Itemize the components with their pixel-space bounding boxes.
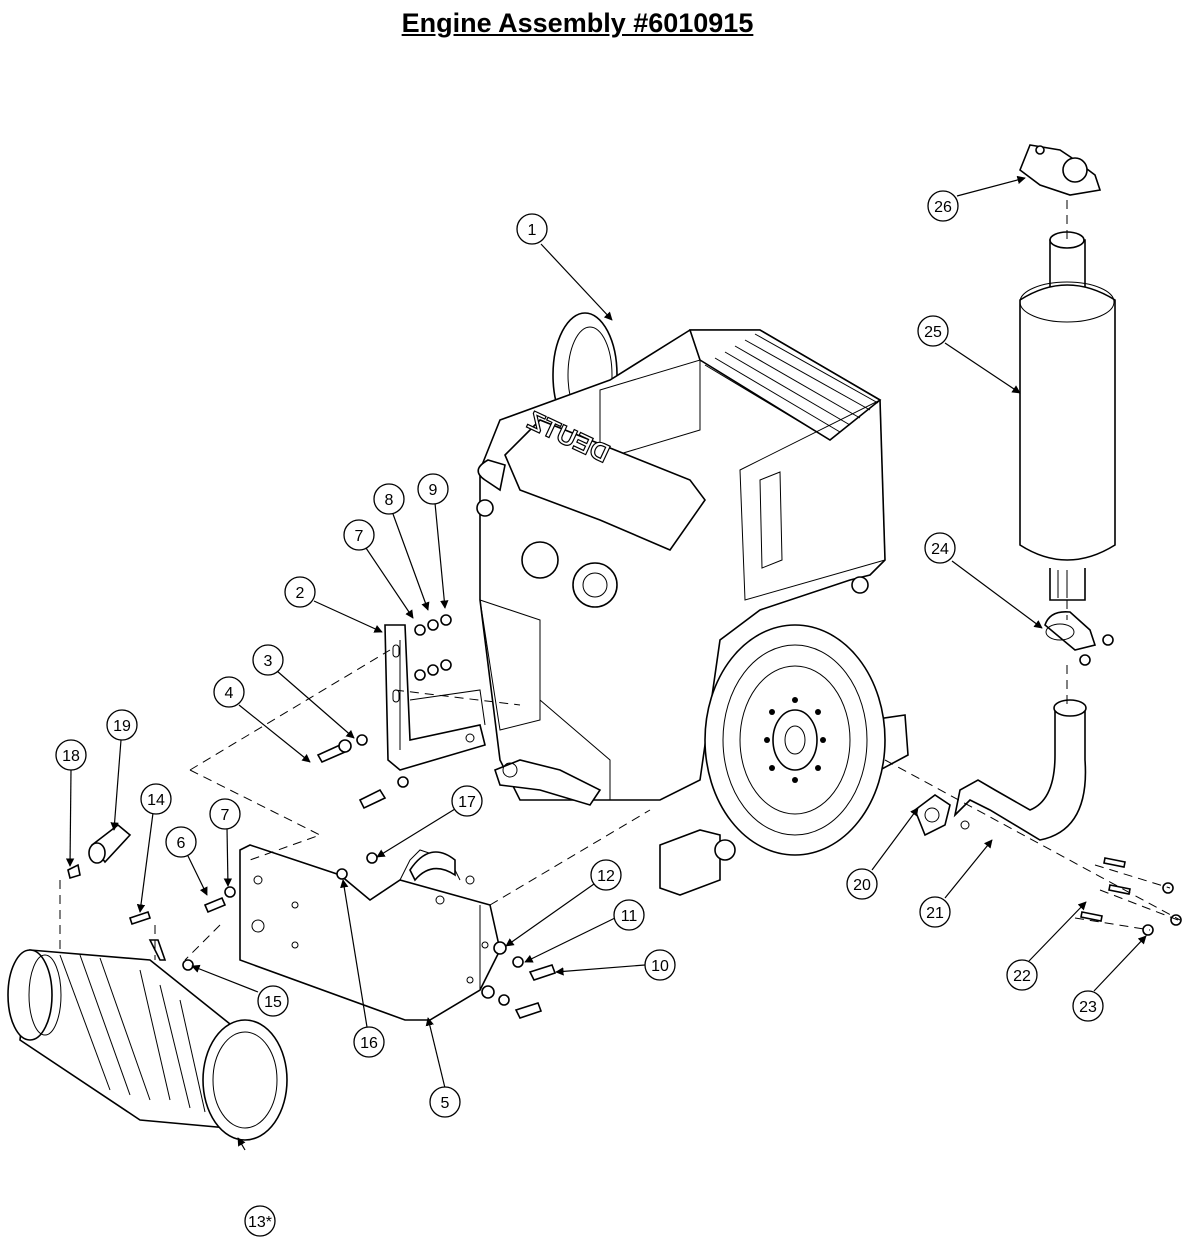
callout-12: 12 — [590, 859, 622, 891]
assembly-lines — [59, 200, 1181, 961]
svg-text:20: 20 — [853, 877, 871, 894]
svg-text:17: 17 — [458, 794, 476, 811]
callout-1: 1 — [516, 213, 548, 245]
filter-ribs — [59, 954, 206, 1113]
svg-text:25: 25 — [924, 324, 942, 341]
svg-text:7: 7 — [221, 807, 230, 824]
svg-text:6: 6 — [177, 835, 186, 852]
svg-text:10: 10 — [651, 958, 669, 975]
callout-26: 26 — [927, 190, 959, 222]
callout-14: 14 — [140, 783, 172, 815]
callout-15: 15 — [257, 985, 289, 1017]
small-hardware — [67, 614, 557, 1019]
callout-21: 21 — [919, 896, 951, 928]
svg-text:24: 24 — [931, 541, 949, 558]
page-title: Engine Assembly #6010915 — [401, 8, 754, 38]
callout-19: 19 — [106, 709, 138, 741]
callout-8: 8 — [373, 483, 405, 515]
leader-lines — [65, 175, 1147, 1151]
svg-text:2: 2 — [296, 585, 305, 602]
svg-text:12: 12 — [597, 868, 615, 885]
callout-7-lower: 7 — [209, 798, 241, 830]
svg-text:16: 16 — [360, 1035, 378, 1052]
callout-9: 9 — [417, 473, 449, 505]
callout-18: 18 — [55, 739, 87, 771]
callout-11: 11 — [613, 899, 645, 931]
callout-10: 10 — [644, 949, 676, 981]
svg-text:5: 5 — [441, 1095, 450, 1112]
callout-4: 4 — [213, 676, 245, 708]
callout-3: 3 — [252, 644, 284, 676]
svg-text:23: 23 — [1079, 999, 1097, 1016]
cooling-fins — [704, 333, 879, 441]
svg-text:11: 11 — [621, 908, 638, 925]
flywheel-bolts — [764, 697, 826, 783]
exhaust-bolts — [1080, 857, 1182, 936]
svg-text:4: 4 — [225, 685, 234, 702]
svg-text:14: 14 — [147, 792, 165, 809]
engine-mount-plate — [239, 844, 501, 1021]
callout-17: 17 — [451, 785, 483, 817]
callout-13: 13* — [244, 1205, 276, 1237]
rain-cap — [1019, 144, 1102, 196]
svg-text:13*: 13* — [248, 1214, 272, 1231]
svg-text:1: 1 — [528, 222, 537, 239]
exhaust-pipe — [914, 699, 1087, 841]
exhaust-clamp — [1044, 610, 1114, 666]
callout-22: 22 — [1006, 959, 1038, 991]
callout-23: 23 — [1072, 990, 1104, 1022]
upper-bracket — [384, 624, 486, 771]
svg-text:8: 8 — [385, 492, 394, 509]
callout-16: 16 — [353, 1026, 385, 1058]
callout-24: 24 — [924, 532, 956, 564]
engine-block: DEUTZ — [476, 312, 909, 896]
callout-5: 5 — [429, 1086, 461, 1118]
callout-2: 2 — [284, 576, 316, 608]
svg-text:22: 22 — [1013, 968, 1031, 985]
svg-text:9: 9 — [429, 482, 438, 499]
callout-25: 25 — [917, 315, 949, 347]
callout-6: 6 — [165, 826, 197, 858]
callout-20: 20 — [846, 868, 878, 900]
muffler — [1019, 231, 1116, 601]
svg-text:21: 21 — [926, 905, 944, 922]
svg-text:3: 3 — [264, 653, 273, 670]
svg-text:19: 19 — [113, 718, 131, 735]
svg-text:15: 15 — [264, 994, 282, 1011]
callout-7-upper: 7 — [343, 519, 375, 551]
svg-text:7: 7 — [355, 528, 364, 545]
air-filter — [7, 939, 288, 1141]
svg-text:18: 18 — [62, 748, 80, 765]
svg-text:26: 26 — [934, 199, 952, 216]
